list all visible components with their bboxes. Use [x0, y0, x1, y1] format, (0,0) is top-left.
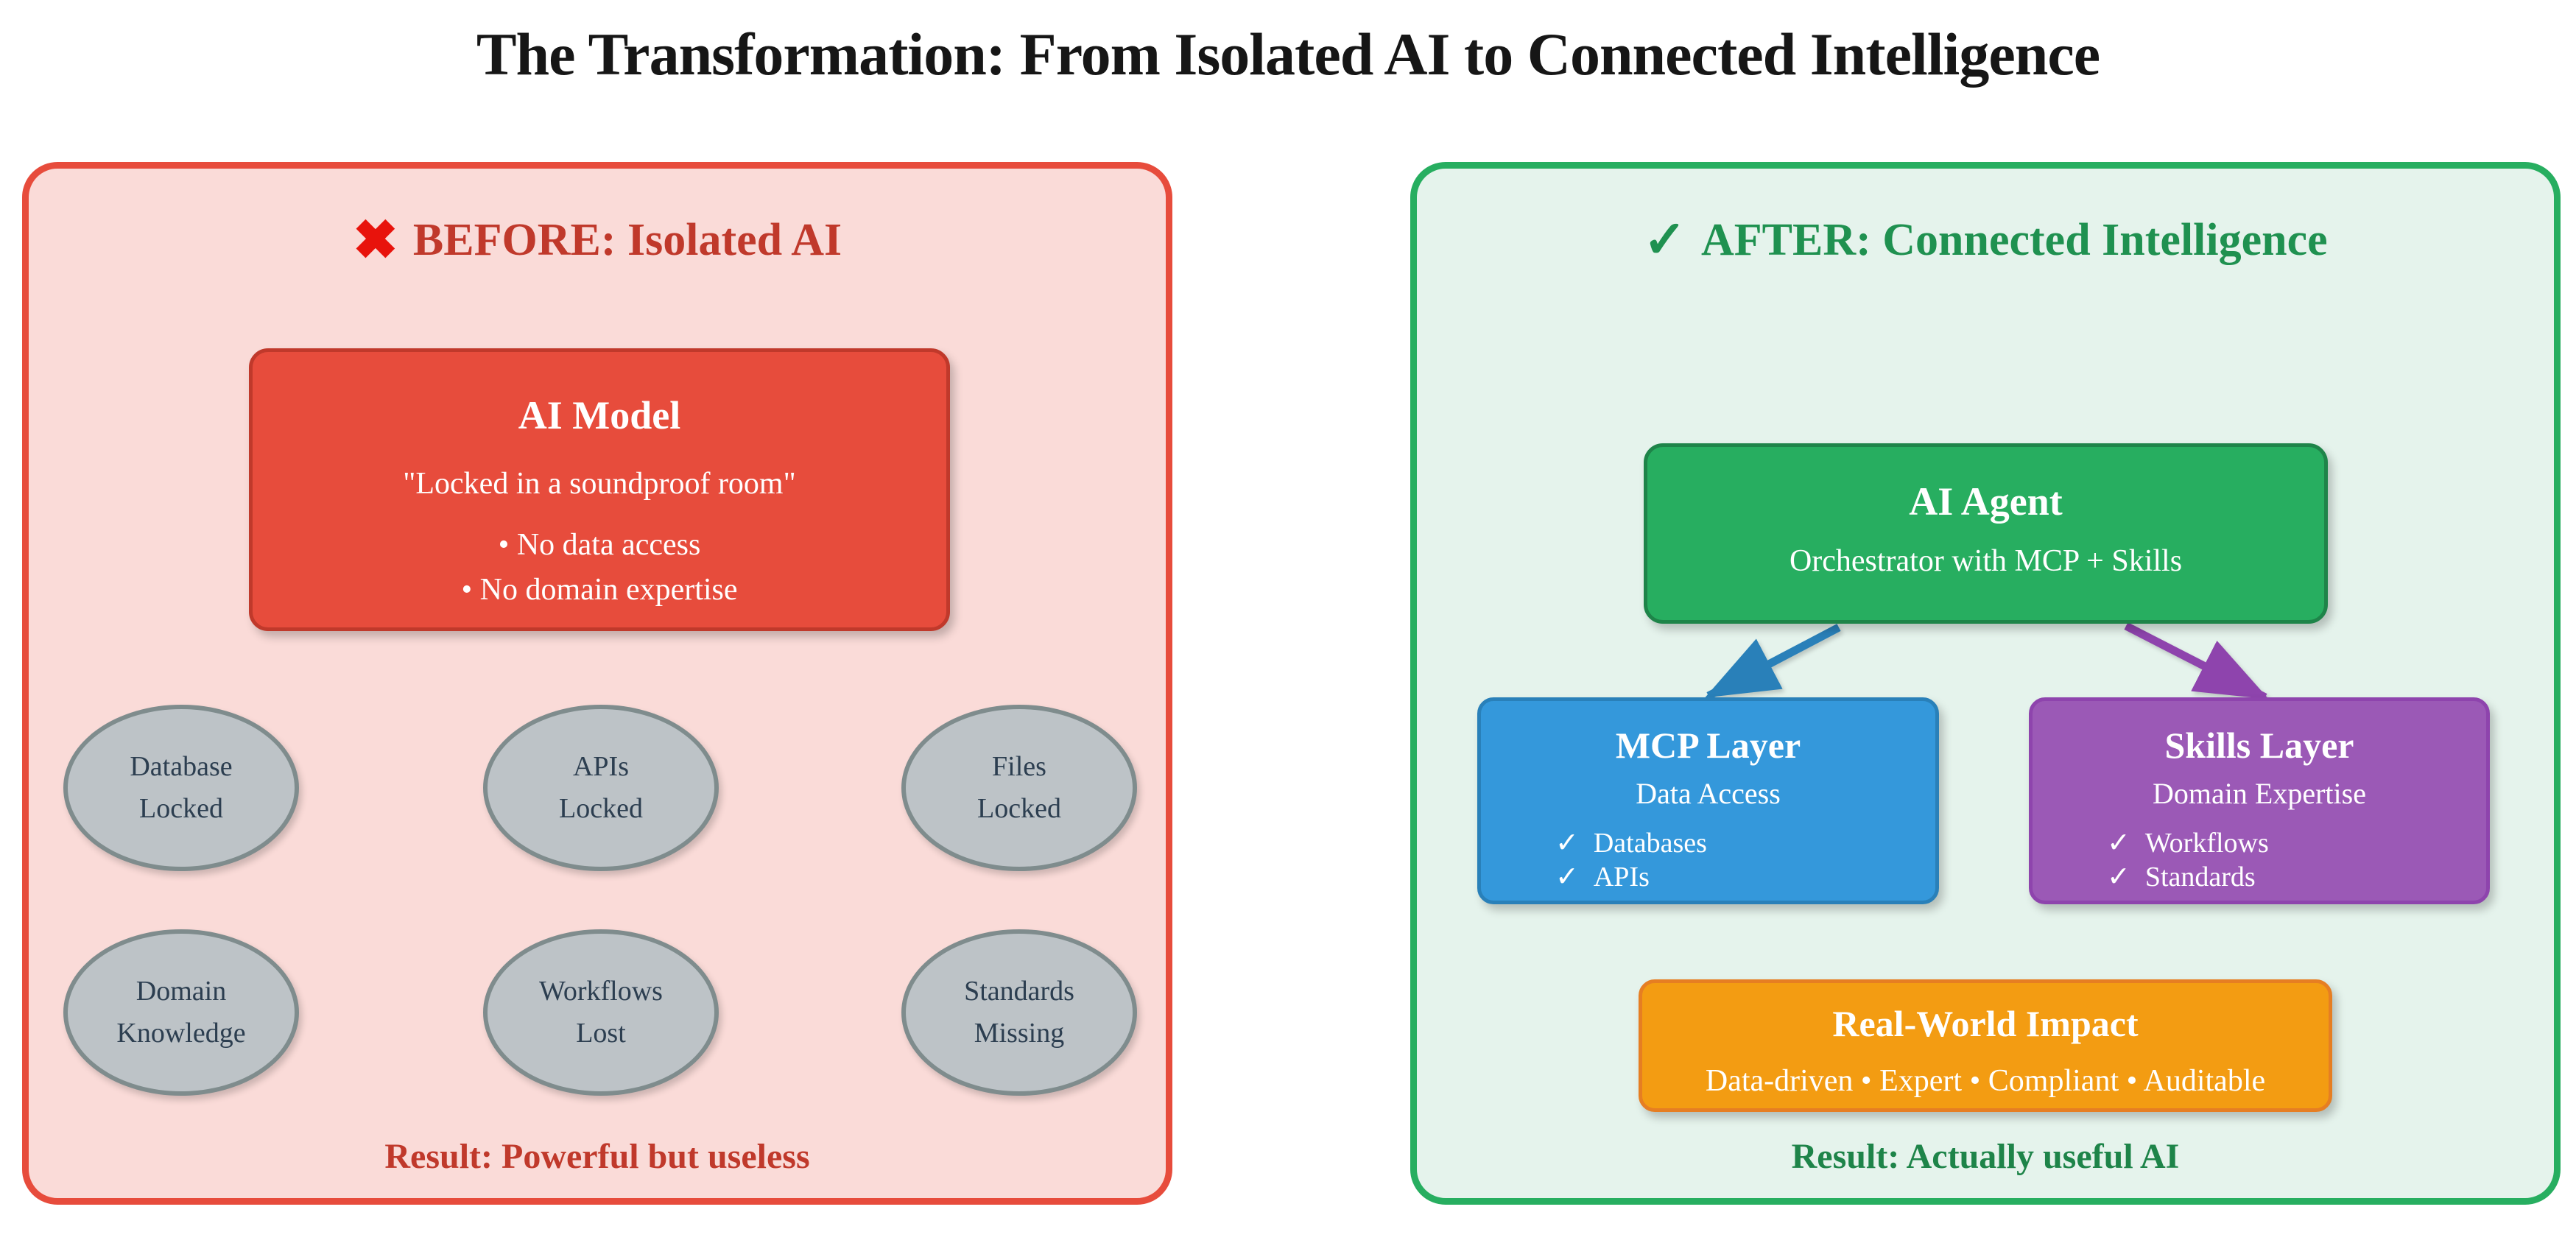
- check-mark-icon: ✓: [2107, 862, 2130, 892]
- mcp-checklist-item: ✓ Databases: [1555, 826, 1707, 860]
- ellipse-label-line: Lost: [576, 1018, 626, 1049]
- arrow-to-mcp: [1705, 624, 1841, 700]
- agent-connection-arrows: [1705, 622, 2269, 701]
- ai-agent-subtitle: Orchestrator with MCP + Skills: [1789, 544, 2183, 578]
- real-world-impact-node: Real-World Impact Data-driven • Expert •…: [1639, 979, 2332, 1112]
- mcp-layer-subtitle: Data Access: [1636, 777, 1781, 810]
- ellipse-label-line: Database: [130, 751, 233, 782]
- skills-checklist-item: ✓ Workflows: [2107, 826, 2269, 860]
- mcp-item-label: Databases: [1593, 828, 1707, 859]
- mcp-layer-node: MCP Layer Data Access ✓ Databases ✓ APIs: [1477, 697, 1939, 904]
- ellipse-label-line: Locked: [559, 793, 643, 824]
- arrow-to-skills: [2124, 622, 2269, 701]
- ellipse-label-line: Missing: [974, 1018, 1065, 1049]
- locked-resource-database: Database Locked: [63, 705, 299, 871]
- ai-model-bullet: • No data access: [498, 528, 701, 562]
- missing-workflows: Workflows Lost: [483, 929, 719, 1096]
- ellipse-label-line: Files: [992, 751, 1046, 782]
- ai-agent-node: AI Agent Orchestrator with MCP + Skills: [1644, 443, 2328, 624]
- ai-agent-title: AI Agent: [1909, 479, 2063, 524]
- missing-standards: Standards Missing: [901, 929, 1137, 1096]
- check-mark-icon: ✓: [2107, 828, 2130, 859]
- ai-model-node: AI Model "Locked in a soundproof room" •…: [249, 348, 950, 631]
- before-panel: ✖ BEFORE: Isolated AI AI Model "Locked i…: [22, 162, 1172, 1205]
- ellipse-label-line: Locked: [977, 793, 1061, 824]
- locked-resource-files: Files Locked: [901, 705, 1137, 871]
- ellipse-label-line: Domain: [136, 976, 227, 1007]
- locked-resource-apis: APIs Locked: [483, 705, 719, 871]
- before-panel-title: BEFORE: Isolated AI: [412, 215, 842, 265]
- mcp-layer-title: MCP Layer: [1615, 725, 1801, 766]
- ellipse-label-line: Workflows: [539, 976, 663, 1007]
- skills-layer-title: Skills Layer: [2164, 725, 2354, 766]
- ellipse-label-line: Standards: [964, 976, 1074, 1007]
- ellipse-label-line: Locked: [139, 793, 223, 824]
- check-mark-icon: ✓: [1555, 828, 1579, 859]
- skills-item-label: Workflows: [2144, 828, 2269, 859]
- skills-layer-node: Skills Layer Domain Expertise ✓ Workflows…: [2029, 697, 2490, 904]
- page-title: The Transformation: From Isolated AI to …: [476, 21, 2100, 88]
- mcp-item-label: APIs: [1593, 862, 1650, 892]
- ellipse-label-line: APIs: [572, 751, 630, 782]
- skills-checklist-item: ✓ Standards: [2107, 860, 2256, 894]
- impact-title: Real-World Impact: [1832, 1003, 2139, 1044]
- ellipse-label-line: Knowledge: [116, 1018, 246, 1049]
- ai-model-bullet: • No domain expertise: [461, 573, 738, 607]
- after-result-text: Result: Actually useful AI: [1791, 1137, 2180, 1176]
- after-panel-header: ✓ AFTER: Connected Intelligence: [1417, 198, 2554, 283]
- before-result-text: Result: Powerful but useless: [384, 1137, 810, 1176]
- before-panel-header: ✖ BEFORE: Isolated AI: [29, 198, 1166, 283]
- ai-model-title: AI Model: [518, 393, 681, 437]
- x-mark-icon: ✖: [352, 210, 398, 271]
- after-panel: ✓ AFTER: Connected Intelligence AI Agent…: [1410, 162, 2561, 1205]
- mcp-checklist-item: ✓ APIs: [1555, 860, 1650, 894]
- after-panel-title: AFTER: Connected Intelligence: [1700, 215, 2328, 265]
- check-mark-icon: ✓: [1555, 862, 1579, 892]
- skills-item-label: Standards: [2144, 862, 2256, 892]
- missing-domain-knowledge: Domain Knowledge: [63, 929, 299, 1096]
- skills-layer-subtitle: Domain Expertise: [2153, 777, 2366, 810]
- check-mark-icon: ✓: [1643, 211, 1686, 269]
- impact-subtitle: Data-driven • Expert • Compliant • Audit…: [1705, 1064, 2266, 1098]
- ai-model-quote: "Locked in a soundproof room": [403, 467, 796, 501]
